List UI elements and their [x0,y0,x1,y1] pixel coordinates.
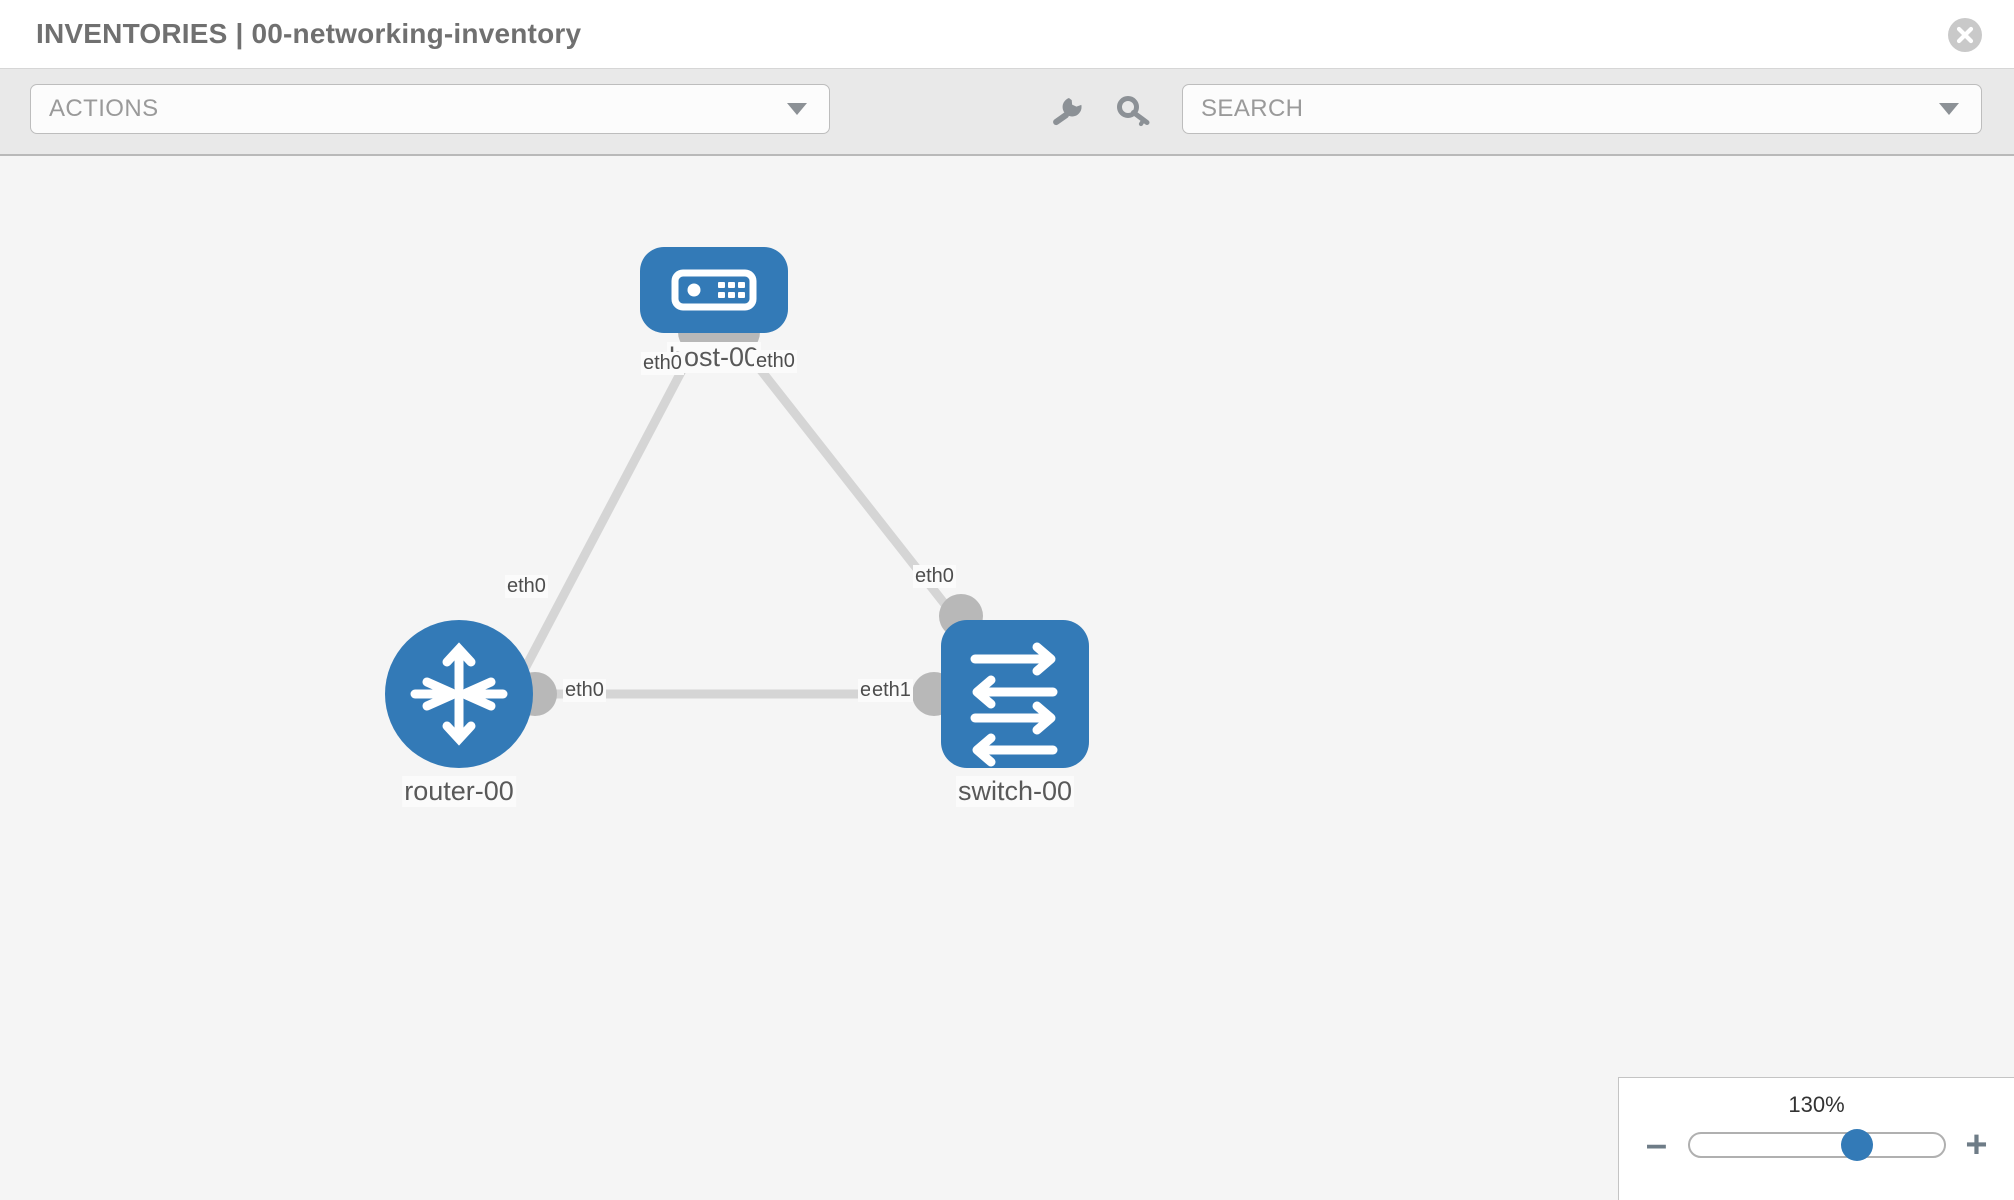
node-label-switch-00: switch-00 [955,776,1075,807]
zoom-level-value: 130% [1788,1092,1845,1117]
node-router-00[interactable] [385,620,533,768]
actions-dropdown-label: ACTIONS [49,95,159,122]
edge-label-host-eth0-right: eth0 [754,350,797,373]
chevron-down-icon [787,103,807,115]
zoom-controls: – + [1619,1124,2014,1166]
page-title: INVENTORIES | 00-networking-inventory [36,18,582,49]
zoom-panel: 130% – + [1618,1077,2014,1200]
close-icon[interactable] [1948,18,1982,52]
search-input[interactable]: SEARCH [1182,84,1982,134]
edge-label-switch-eth1: eth1 [870,679,913,702]
topology-canvas[interactable]: host-00 router-00 switch-00 eth0 eth0 et… [0,156,2014,1200]
page-header: INVENTORIES | 00-networking-inventory [0,0,2014,68]
edge-label-host-eth0-left: eth0 [641,352,684,375]
search-placeholder: SEARCH [1201,95,1304,122]
chevron-down-icon [1939,103,1959,115]
zoom-slider-thumb[interactable] [1841,1129,1874,1161]
zoom-slider[interactable] [1687,1129,1946,1161]
zoom-in-button[interactable]: + [1965,1124,1988,1166]
topology-edges [496,333,966,719]
edge-label-router-eth0: eth0 [563,679,606,702]
edge-label-router-eth0-uplink: eth0 [505,575,548,598]
actions-dropdown[interactable]: ACTIONS [30,84,830,134]
edge-label-switch-eth0-uplink: eth0 [913,565,956,588]
node-host-00[interactable] [640,247,788,333]
key-icon[interactable] [1114,91,1154,131]
node-label-router-00: router-00 [402,776,516,807]
edge-host-router [496,333,704,719]
node-switch-00[interactable] [941,620,1089,768]
wrench-icon[interactable] [1046,91,1086,131]
topology-graph [385,247,1089,768]
zoom-out-button[interactable]: – [1645,1124,1668,1166]
toolbar: ACTIONS SEARCH [0,68,2014,156]
node-label-host-00: host-00 [666,342,762,373]
